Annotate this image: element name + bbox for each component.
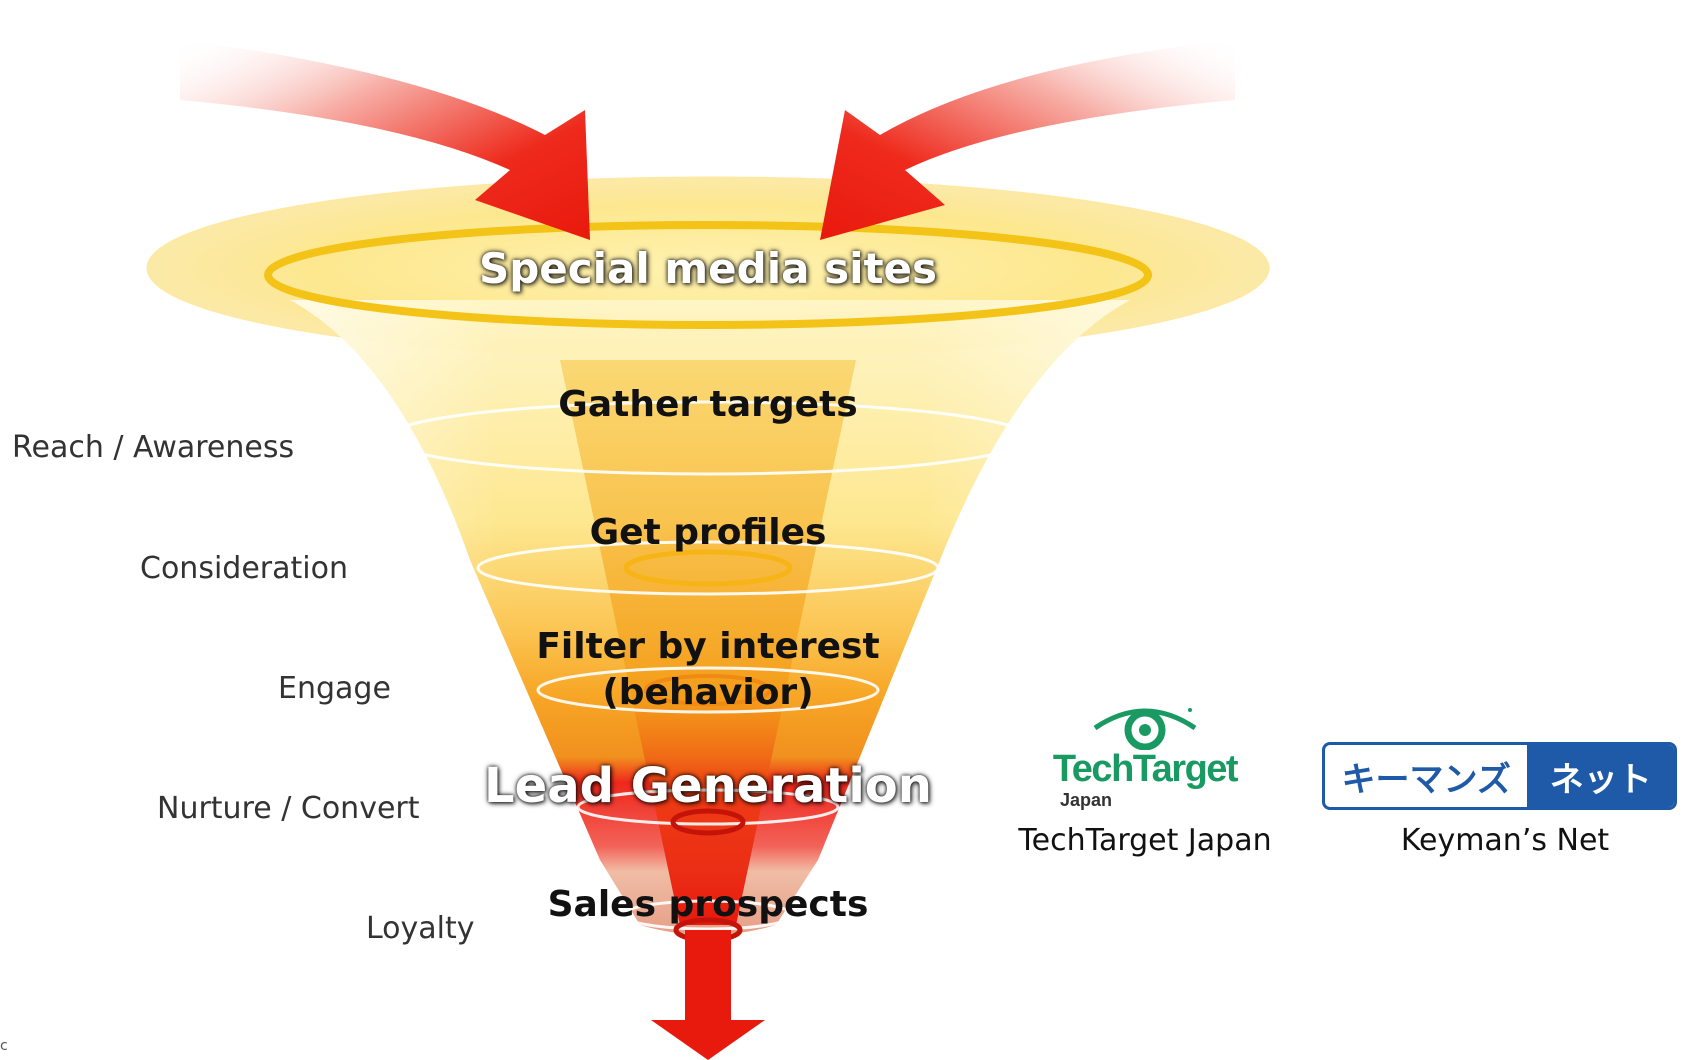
filter-line-1: Filter by interest (536, 626, 880, 667)
corner-mark: c (0, 1038, 8, 1054)
stream-ring-1 (623, 549, 793, 587)
stream-ring-2 (644, 674, 772, 706)
get-profiles-label: Get profiles (589, 512, 827, 553)
stage-loyalty: Loyalty (366, 911, 475, 946)
techtarget-wordmark: TechTarget (1052, 748, 1239, 790)
lead-generation-label: Lead Generation (484, 758, 932, 814)
techtarget-japan-sub: Japan (1060, 790, 1113, 810)
stage-reach-awareness: Reach / Awareness (12, 430, 295, 465)
techtarget-japan-logo: TechTarget Japan (1050, 700, 1240, 815)
stage-nurture-convert: Nurture / Convert (157, 791, 420, 826)
right-incoming-arrow (820, 40, 1235, 240)
techtarget-japan-caption: TechTarget Japan (1018, 823, 1272, 858)
stage-consideration: Consideration (140, 551, 348, 586)
techtarget-eye-icon (1093, 708, 1197, 750)
keymans-net-caption: Keyman’s Net (1400, 823, 1610, 858)
keyman-logo-left-text: キーマンズ (1341, 759, 1511, 800)
filter-line-2: (behavior) (602, 672, 814, 713)
level-ring-5 (621, 899, 795, 931)
gather-targets-label: Gather targets (558, 384, 858, 425)
filter-by-interest-label: Filter by interest (behavior) (536, 624, 879, 716)
level-ring-2 (476, 540, 940, 596)
left-incoming-arrow (180, 40, 590, 240)
level-ring-4 (576, 788, 840, 826)
keyman-logo-right-text: ネット (1527, 745, 1674, 807)
funnel-center-stream (560, 360, 856, 925)
outgoing-arrow (651, 930, 765, 1060)
sales-prospects-label: Sales prospects (547, 884, 869, 925)
level-ring-1 (386, 400, 1030, 476)
special-media-sites-label: Special media sites (478, 244, 938, 293)
funnel-inner-ring (264, 221, 1152, 329)
keymans-net-logo: キーマンズ ネット (1322, 742, 1677, 810)
stage-engage: Engage (278, 671, 391, 706)
stream-ring-3 (670, 808, 746, 836)
level-ring-3 (536, 666, 880, 714)
